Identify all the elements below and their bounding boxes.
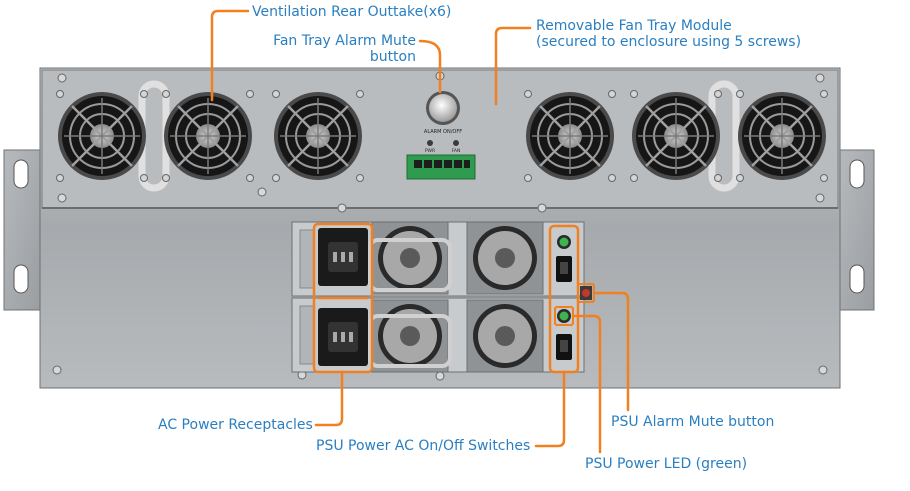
psu-power-switch-2[interactable] — [556, 334, 572, 360]
psu-power-led-1 — [557, 235, 571, 249]
removable-tray-label: Removable Fan Tray Module (secured to en… — [536, 18, 801, 50]
ac-receptacle-1[interactable] — [318, 228, 368, 286]
psu-switches-label: PSU Power AC On/Off Switches — [316, 438, 531, 454]
removable-tray-label-line1: Removable Fan Tray Module — [536, 18, 732, 34]
ventilation-label: Ventilation Rear Outtake(x6) — [252, 4, 452, 20]
psu-power-switch-1[interactable] — [556, 256, 572, 282]
right-rack-ear — [837, 149, 875, 311]
psu-alarm-label: PSU Alarm Mute button — [611, 414, 775, 430]
fan-tray-alarm-mute-button[interactable] — [426, 91, 460, 125]
ac-power-label: AC Power Receptacles — [158, 417, 313, 433]
fan-tray-alarm-label: Fan Tray Alarm Mute button — [262, 33, 416, 65]
pwr-label: PWR — [425, 148, 435, 154]
terminal-block — [406, 154, 476, 180]
psu-power-led-2 — [557, 309, 571, 323]
ac-receptacle-2[interactable] — [318, 308, 368, 366]
callout-lines — [210, 9, 630, 454]
psu-alarm-mute-button[interactable] — [580, 286, 592, 300]
fan-label: FAN — [452, 148, 461, 154]
psu-led-label: PSU Power LED (green) — [585, 456, 748, 472]
fan-tray-alarm-label-line1: Fan Tray Alarm Mute — [273, 33, 416, 49]
alarm-on-off-label: ALARM ON/OFF — [424, 129, 462, 135]
left-rack-ear — [3, 149, 41, 311]
fan-tray-alarm-label-line2: button — [369, 49, 416, 65]
removable-tray-label-line2: (secured to enclosure using 5 screws) — [536, 34, 802, 50]
